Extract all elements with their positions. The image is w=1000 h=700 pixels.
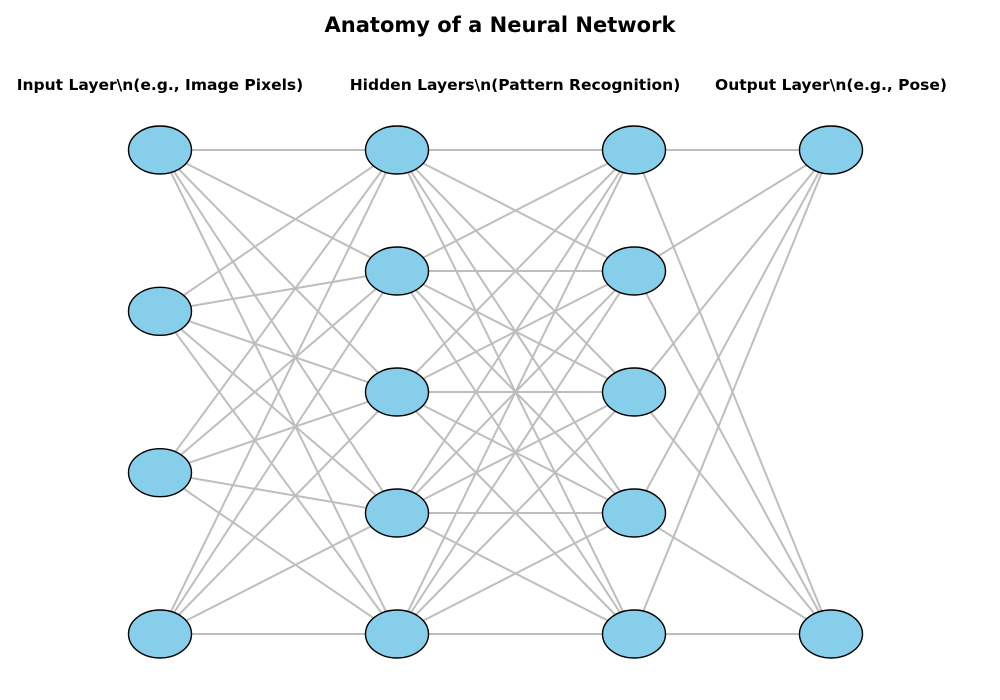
connection-l2-3-to-1 [396, 149, 635, 393]
neuron-layer3-5 [601, 609, 667, 659]
connection-l1-2-to-2 [159, 270, 398, 313]
neuron-layer2-4 [364, 488, 430, 538]
connection-l2-5-to-3 [396, 391, 635, 635]
neuron-layer2-5 [364, 609, 430, 659]
connection-l3-4-to-2 [633, 512, 832, 635]
connection-l1-2-to-4 [159, 310, 398, 514]
neuron-layer4-2 [798, 609, 864, 659]
connection-l3-4-to-1 [633, 149, 832, 514]
connection-l1-3-to-5 [159, 471, 398, 635]
connection-l1-4-to-1 [159, 149, 398, 635]
connection-l2-5-to-2 [396, 270, 635, 635]
connection-l1-4-to-2 [159, 270, 398, 635]
connection-l2-4-to-1 [396, 149, 635, 514]
neuron-layer1-3 [127, 447, 193, 498]
connection-l3-5-to-1 [633, 149, 832, 635]
neuron-layer1-2 [127, 286, 193, 337]
connection-l1-4-to-4 [159, 512, 398, 635]
hidden-layers-label: Hidden Layers\n(Pattern Recognition) [350, 76, 681, 94]
neuron-layer2-2 [364, 246, 430, 296]
neuron-layer3-3 [601, 367, 667, 417]
output-layer-label: Output Layer\n(e.g., Pose) [715, 76, 947, 94]
connection-l1-1-to-3 [159, 149, 398, 393]
connection-l1-2-to-5 [159, 310, 398, 635]
connection-l3-2-to-2 [633, 270, 832, 635]
neuron-layer1-4 [127, 609, 193, 659]
connection-l1-4-to-3 [159, 391, 398, 635]
neuron-layer2-3 [364, 367, 430, 417]
connection-l2-2-to-1 [396, 149, 635, 272]
neuron-layer4-1 [798, 125, 864, 175]
neuron-layer1-1 [127, 125, 193, 175]
connection-l1-3-to-3 [159, 391, 398, 474]
connection-l3-3-to-2 [633, 391, 832, 635]
connection-l2-5-to-4 [396, 512, 635, 635]
connection-l3-2-to-1 [633, 149, 832, 272]
connection-l1-1-to-2 [159, 149, 398, 272]
connection-l1-2-to-3 [159, 310, 398, 393]
input-layer-label: Input Layer\n(e.g., Image Pixels) [17, 76, 304, 94]
connection-l1-1-to-4 [159, 149, 398, 514]
neuron-layer3-1 [601, 125, 667, 175]
neuron-layer3-2 [601, 246, 667, 296]
connection-l1-3-to-2 [159, 270, 398, 474]
connection-l1-3-to-1 [159, 149, 398, 474]
connection-l1-2-to-1 [159, 149, 398, 313]
diagram-title: Anatomy of a Neural Network [325, 13, 677, 37]
neurons-group [127, 125, 864, 659]
neuron-layer3-4 [601, 488, 667, 538]
connections-group [159, 149, 832, 635]
connection-l1-3-to-4 [159, 471, 398, 514]
neuron-layer2-1 [364, 125, 430, 175]
connection-l3-3-to-1 [633, 149, 832, 393]
connection-l2-5-to-1 [396, 149, 635, 635]
